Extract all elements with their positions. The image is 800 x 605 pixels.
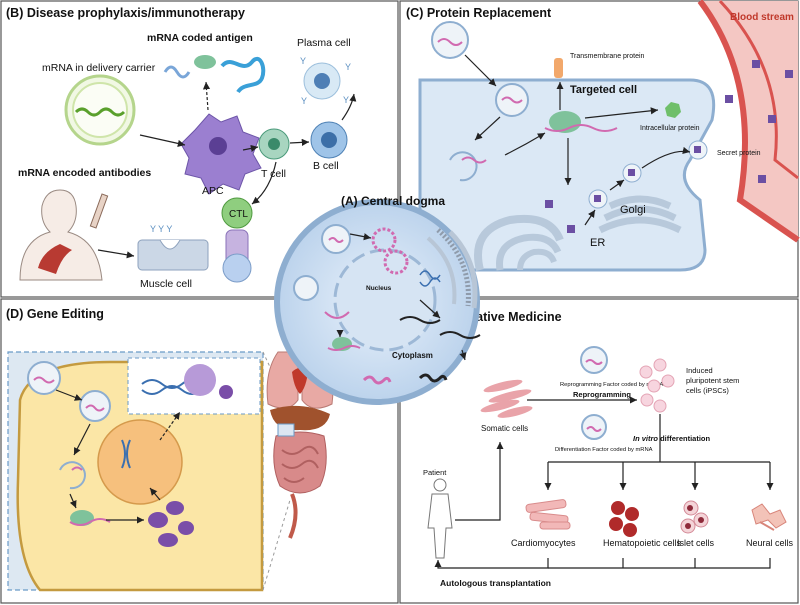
secret-protein-label: Secret protein [717,150,761,157]
antigen-ribosome-icon [163,55,266,94]
hematopoietic-label: Hematopoietic cells [603,538,682,548]
endosome-icon [495,83,529,117]
central-carrier-2 [293,275,319,301]
patient-label: Patient [423,468,447,477]
neural-cells-icon [751,503,787,531]
t-cell-label: T cell [261,168,286,180]
apc-icon [180,113,262,195]
transmembrane-label: Transmembrane protein [570,53,645,60]
intracellular-protein-icon [665,102,681,118]
panel-b: (B) Disease prophylaxis/immunotherapy mR… [6,6,357,290]
er-label: ER [590,237,605,249]
panel-c: (C) Protein Replacement Targeted cell Bl… [406,0,800,272]
blood-stream [697,0,800,243]
differentiation-text: differentiation [658,434,711,443]
mrna-delivery-label: mRNA in delivery carrier [42,62,156,74]
somatic-cells-label: Somatic cells [481,424,528,433]
ctl-icon [221,197,253,283]
b-cell-icon [310,121,348,159]
panel-d: (D) Gene Editing [6,307,334,592]
patient-figure-icon [427,478,453,559]
nucleus-orange [97,419,183,505]
ribosome-translation-icon [544,111,618,133]
ipsc-label-1: Induced [686,366,713,375]
b-cell-label: B cell [313,160,339,172]
svg-text:Y: Y [345,62,351,72]
patient-torso-icon [19,189,103,281]
cardiomyocytes-icon [525,499,571,530]
d-released-mrna-icon [59,461,86,490]
mrna-coded-antigen-label: mRNA coded antigen [147,32,253,44]
central-protein-black [418,373,448,383]
svg-text:Y: Y [301,96,307,106]
central-dna-icon [419,270,441,287]
autologous-label: Autologous transplantation [440,578,551,588]
islet-cells-label: Islet cells [677,538,715,548]
central-plasmid-2 [383,249,409,275]
human-organs-icon [266,330,334,539]
golgi-icon [598,195,682,234]
svg-text:Y Y Y: Y Y Y [150,224,172,234]
neural-cells-label: Neural cells [746,538,794,548]
plasma-cell-label: Plasma cell [297,37,351,49]
nucleus-label: Nucleus [366,285,392,292]
panel-d-title: (D) Gene Editing [6,307,104,321]
in-vitro-text: In vitro [633,434,658,443]
muscle-cell-icon: Y Y Y [137,224,209,271]
central-protein-pink [362,375,392,385]
mrna-antibodies-label: mRNA encoded antibodies [18,167,151,179]
er-icon [474,200,575,271]
transmembrane-protein-icon [554,58,563,78]
vesicles-icon [588,140,708,209]
muscle-cell-label: Muscle cell [140,278,192,290]
crispr-complex-icon [141,364,233,399]
islet-cells-icon [680,500,709,534]
d-endosome-icon [79,390,111,422]
svg-text:Y: Y [343,95,349,105]
central-carrier-1 [321,224,351,254]
golgi-label: Golgi [620,204,646,216]
d-ribosome-icon [69,510,111,526]
apc-label: APC [202,185,224,197]
central-mrna-strands [399,316,481,339]
differentiation-carrier-icon [581,414,607,440]
in-vitro-label: In vitro differentiation [633,434,711,443]
delivery-carrier [64,74,136,146]
panel-c-title: (C) Protein Replacement [406,6,552,20]
d-carrier-icon [27,361,61,395]
cas-protein-icon [148,501,194,547]
panel-e: (E) Regenerative Medicine Reprogramming … [406,310,794,588]
cytoplasm-label: Cytoplasm [392,351,433,360]
hematopoietic-icon [609,501,639,537]
panel-a: (A) Central dogma Nucleus Cytoplasm [274,194,481,405]
released-mrna-icon [449,151,487,182]
ipsc-label-2: pluripotent stem [686,376,739,385]
svg-text:Y: Y [300,56,306,66]
central-plasmid-1 [371,227,397,253]
t-cell-icon [258,128,290,160]
plasma-cell-icon: Y Y Y Y [300,56,351,106]
ipsc-icon [639,358,675,413]
central-ribosome [327,337,361,351]
syringe-icon [89,193,109,229]
central-er-icon [426,228,478,309]
diff-factor-label: Differentiation Factor coded by mRNA [555,447,653,453]
panel-a-title: (A) Central dogma [341,194,445,208]
incoming-carrier-icon [431,21,469,59]
blood-stream-label: Blood stream [730,12,794,23]
somatic-cells-icon [480,379,533,418]
ctl-label: CTL [229,209,248,220]
reprogramming-label: Reprogramming [573,390,631,399]
ipsc-label-3: cells (iPSCs) [686,386,729,395]
intracellular-label: Intracellular protein [640,125,700,132]
reprog-factor-label: Reprogramming Factor coded by mRNA [560,382,664,388]
central-nucleus [333,248,437,352]
reprogramming-carrier-icon [580,346,608,374]
targeted-cell-label: Targeted cell [570,84,637,96]
panel-b-title: (B) Disease prophylaxis/immunotherapy [6,6,245,20]
cardiomyocytes-label: Cardiomyocytes [511,538,576,548]
